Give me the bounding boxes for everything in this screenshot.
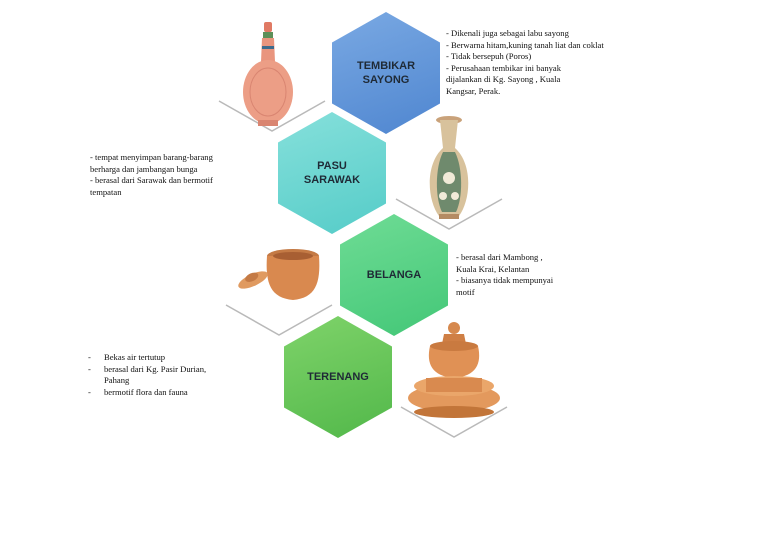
desc-line: Kuala Krai, Kelantan <box>456 263 530 274</box>
desc-line: Pahang <box>88 375 206 387</box>
tembikar-sayong-image <box>218 10 326 132</box>
tembikar-sayong-labu-jar-icon <box>218 11 326 132</box>
desc-line: berharga dan jambangan bunga <box>90 163 198 174</box>
tembikar-sayong-description: - Dikenali juga sebagai labu sayong - Be… <box>446 28 604 98</box>
desc-line: dijalankan di Kg. Sayong , Kuala <box>446 74 561 85</box>
desc-line: motif <box>456 286 475 297</box>
desc-line: - Dikenali juga sebagai labu sayong <box>446 28 569 38</box>
desc-line: - Berwarna hitam,kuning tanah liat dan c… <box>446 39 604 50</box>
desc-line: - berasal dari Mambong , <box>456 252 543 262</box>
pasu-sarawak-description: - tempat menyimpan barang-barang berharg… <box>90 152 213 198</box>
belanga-image <box>225 214 333 336</box>
desc-line: bermotif flora dan fauna <box>88 387 206 399</box>
desc-line: - biasanya tidak mempunyai <box>456 275 554 286</box>
belanga-pot-icon <box>225 215 333 336</box>
desc-line: - tempat menyimpan barang-barang <box>90 152 213 162</box>
desc-line: - Tidak bersepuh (Poros) <box>446 51 532 62</box>
belanga-description: - berasal dari Mambong , Kuala Krai, Kel… <box>456 252 553 298</box>
terenang-description: Bekas air tertutup berasal dari Kg. Pasi… <box>88 352 206 398</box>
terenang-image <box>400 316 508 438</box>
terenang-jar-icon <box>400 317 508 438</box>
desc-line: Bekas air tertutup <box>88 352 206 364</box>
hex-terenang: TERENANG <box>284 316 392 438</box>
pasu-sarawak-vase-icon <box>395 109 503 230</box>
pasu-sarawak-image <box>395 108 503 230</box>
desc-line: - berasal dari Sarawak dan bermotif <box>90 175 213 186</box>
desc-line: - Perusahaan tembikar ini banyak <box>446 62 562 73</box>
desc-line: berasal dari Kg. Pasir Durian, <box>88 364 206 376</box>
desc-line: tempatan <box>90 186 122 197</box>
desc-line-continuation: Pahang <box>104 375 130 386</box>
desc-line: Kangsar, Perak. <box>446 85 501 96</box>
